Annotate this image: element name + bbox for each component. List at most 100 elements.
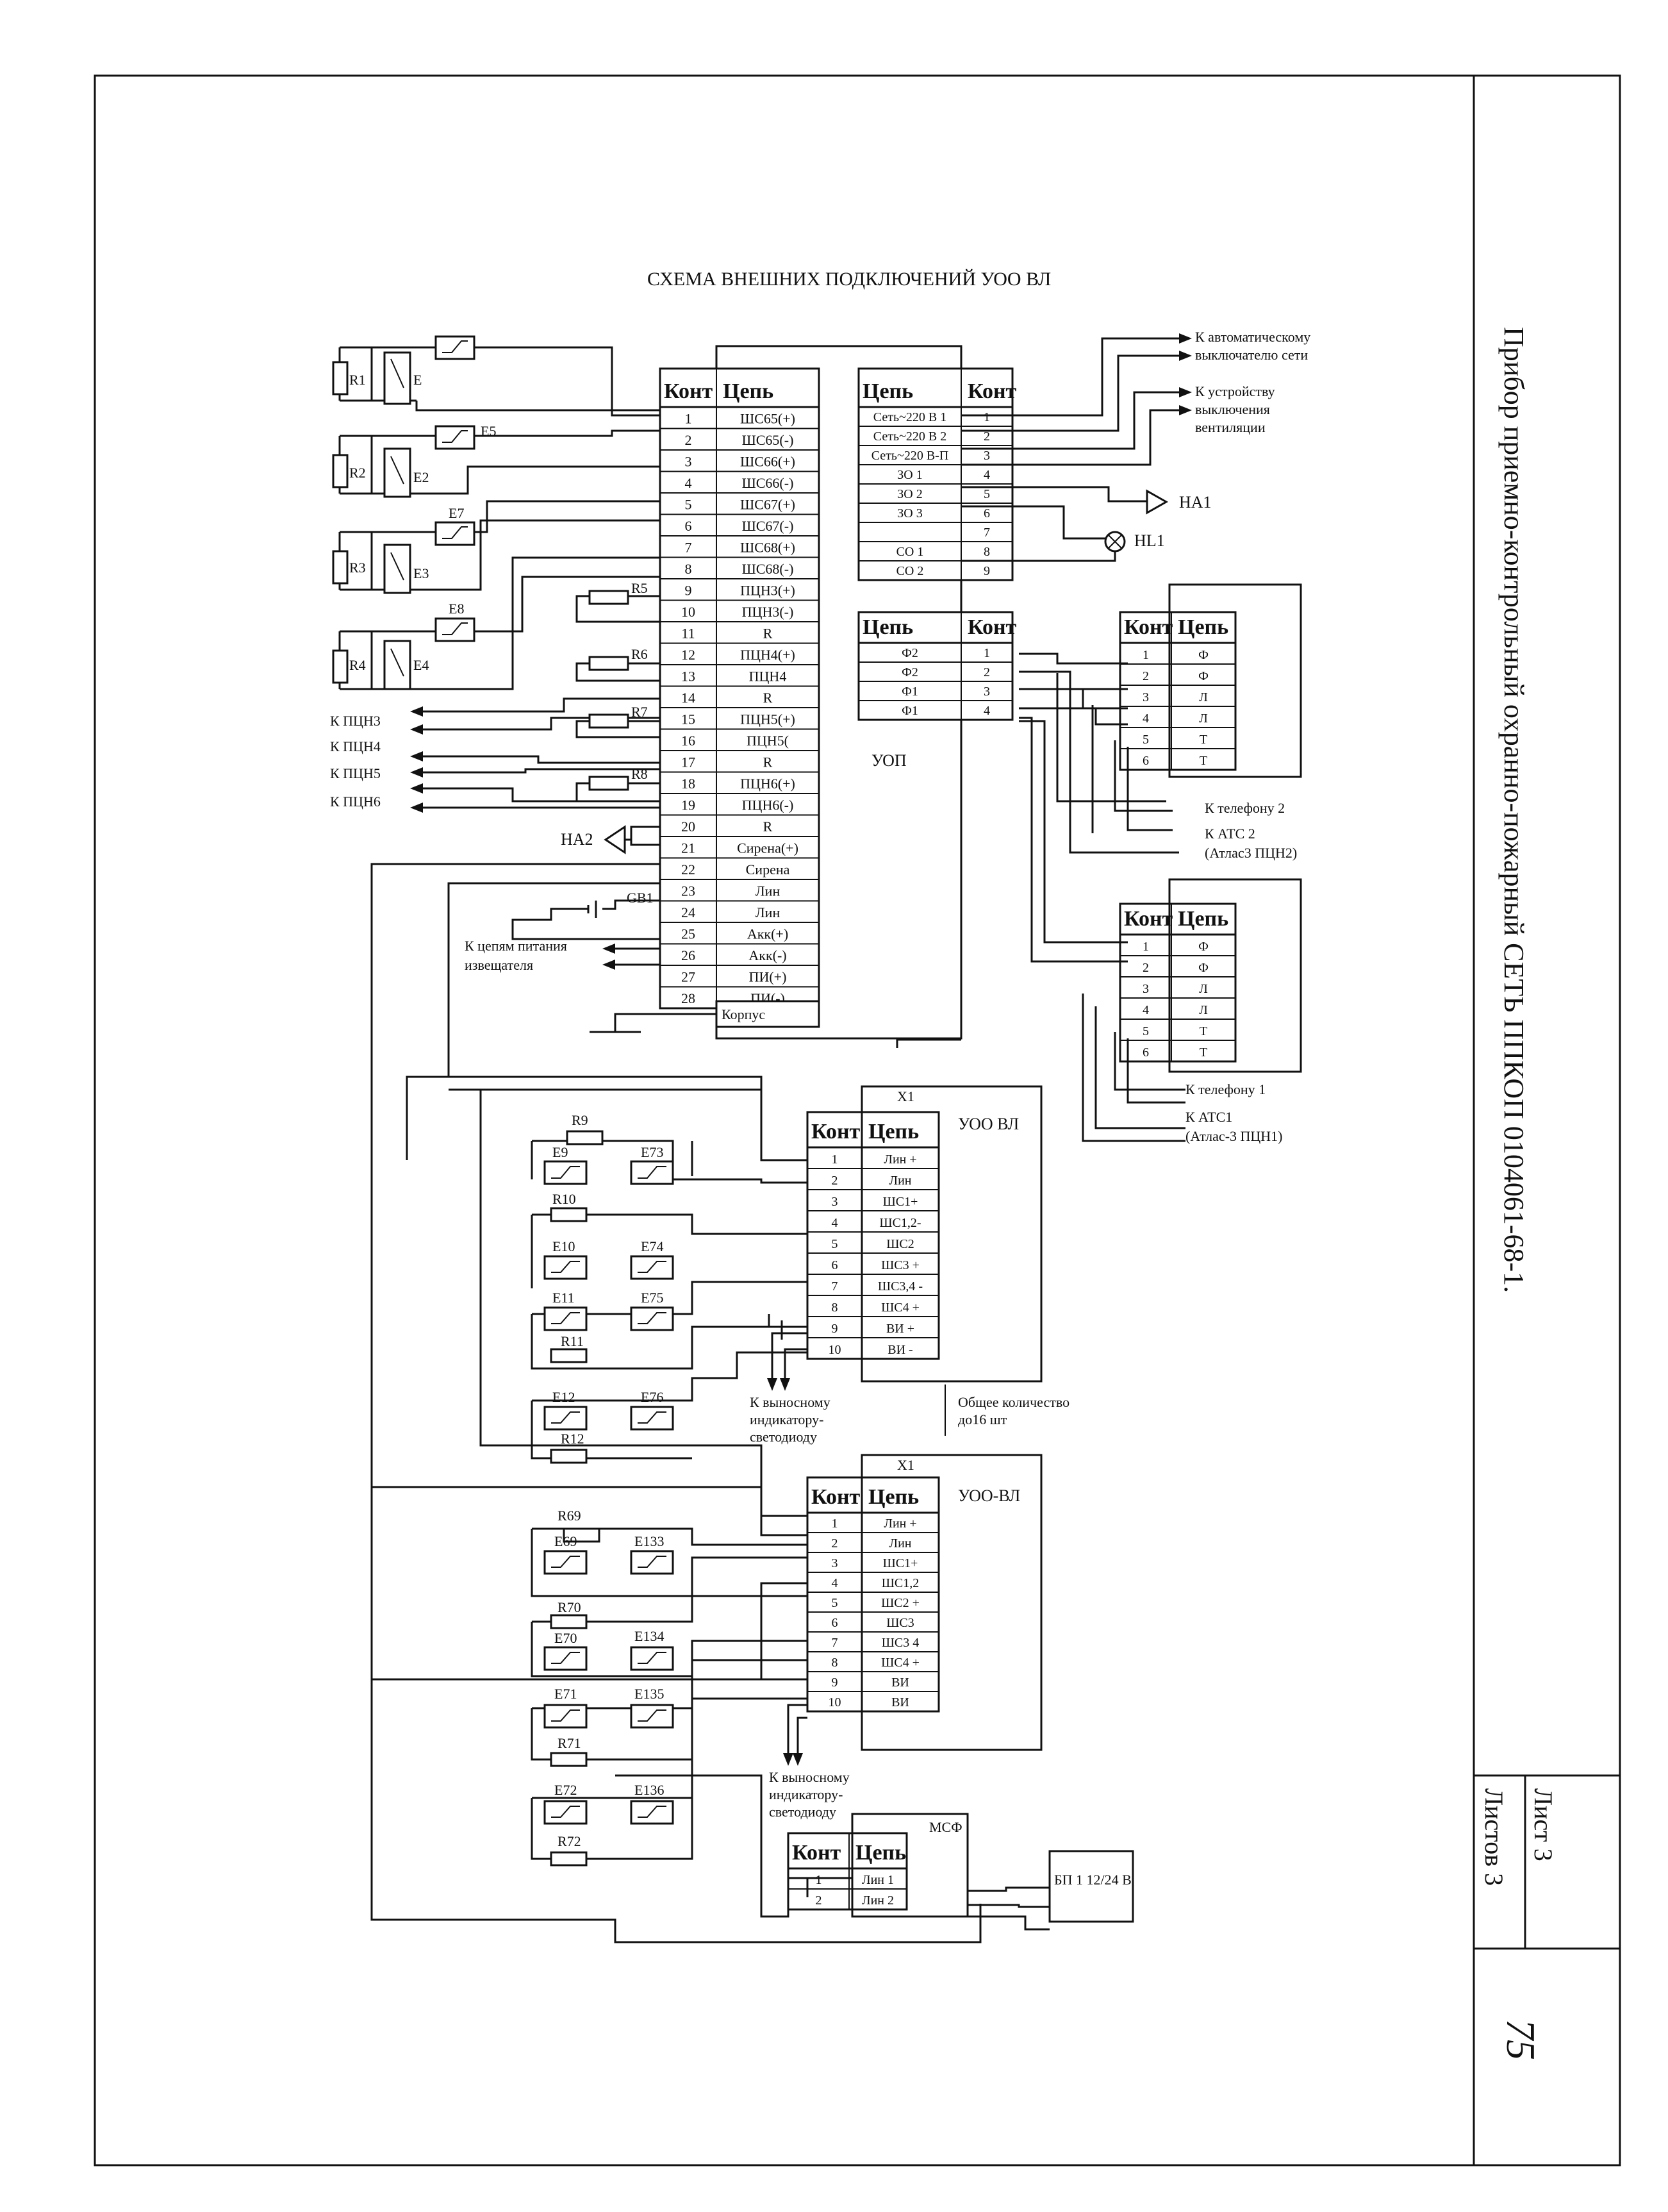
main-table-cell: ПЦН4(+) bbox=[740, 647, 795, 663]
hl1-lamp-icon bbox=[1104, 531, 1126, 553]
uoo-table-1-cell: Лин + bbox=[884, 1152, 916, 1167]
main-table-cell: 20 bbox=[681, 819, 695, 835]
tel-box-1-cell: 3 bbox=[1143, 982, 1149, 996]
svg-text:R70: R70 bbox=[557, 1599, 581, 1615]
uoo1-device-label: УОО ВЛ bbox=[958, 1115, 1019, 1133]
line-bus bbox=[370, 863, 1050, 1943]
tel-box-2-header-0: Конт bbox=[1124, 615, 1173, 639]
main-table-cell: 21 bbox=[681, 840, 695, 856]
uoo-table-2-cell: 4 bbox=[832, 1576, 838, 1590]
loop-resistors: R1 R2 R3 R4 bbox=[332, 361, 366, 684]
tel-box-2-cell: 3 bbox=[1143, 690, 1149, 704]
label-auto-switch-1: К автоматическому bbox=[1195, 329, 1310, 345]
svg-text:E74: E74 bbox=[641, 1238, 663, 1254]
uoo-table-2-cell: 6 bbox=[832, 1616, 838, 1630]
uoo-table-1-header-0: Конт bbox=[811, 1120, 861, 1143]
label-ha2: НА2 bbox=[561, 830, 593, 849]
uop-label: УОП bbox=[871, 751, 907, 770]
msf-table-header-0: Конт bbox=[792, 1841, 841, 1865]
schema-title: СХЕМА ВНЕШНИХ ПОДКЛЮЧЕНИЙ УОО ВЛ bbox=[647, 269, 1051, 290]
main-table-cell: Акк(+) bbox=[747, 926, 788, 942]
right-arrowheads bbox=[1179, 333, 1192, 415]
uoo-table-2-cell: 5 bbox=[832, 1596, 838, 1610]
uoo1-elements: R9 E9 E73 R10 E10 E74 E11 E75 R11 E12 E7… bbox=[543, 1112, 674, 1464]
svg-text:R11: R11 bbox=[561, 1333, 584, 1349]
svg-text:R5: R5 bbox=[631, 580, 648, 596]
label-ind1-3: светодиоду bbox=[750, 1429, 817, 1445]
tel-box-2-frame bbox=[1119, 611, 1237, 771]
msf-device-box bbox=[851, 1813, 969, 1918]
psu-label: БП 1 12/24 В bbox=[1054, 1872, 1132, 1888]
uoo-table-2-cell: 2 bbox=[832, 1536, 838, 1551]
battery-gb1 bbox=[511, 899, 660, 940]
phone-table-header-0: Цепь bbox=[863, 615, 913, 639]
msf-table-cell: 2 bbox=[816, 1893, 822, 1908]
msf-table-cell: Лин 1 bbox=[862, 1873, 894, 1887]
svg-text:E136: E136 bbox=[634, 1782, 664, 1798]
sheet-list-label: Лист 3 bbox=[1529, 1788, 1558, 1861]
phone-wiring bbox=[1019, 653, 1185, 1142]
tel-box-1-cell: 2 bbox=[1143, 961, 1149, 975]
main-table-cell: 19 bbox=[681, 797, 695, 813]
uoo-table-2-cell: ШС1,2 bbox=[882, 1576, 920, 1590]
svg-text:R6: R6 bbox=[631, 646, 648, 662]
label-ha1: НА1 bbox=[1179, 493, 1212, 511]
tel-box-1-cell: 1 bbox=[1143, 940, 1149, 954]
phone-table-cell: 2 bbox=[984, 665, 990, 679]
main-table-cell: ПЦН5(+) bbox=[740, 711, 795, 728]
uoo-table-2-cell: ШС2 + bbox=[881, 1596, 920, 1610]
ha1-siren-icon bbox=[1146, 489, 1169, 515]
power-table-cell: Сеть~220 В-П bbox=[871, 449, 949, 463]
tel-box-2-cell: Л bbox=[1199, 711, 1208, 726]
label-ind2-2: индикатору- bbox=[769, 1786, 843, 1802]
uoo-table-2-cell: 8 bbox=[832, 1656, 838, 1670]
uoo-table-1-cell: 7 bbox=[832, 1279, 838, 1293]
label-vent-2: выключения bbox=[1195, 401, 1270, 417]
msf-table-cell: 1 bbox=[816, 1873, 822, 1887]
tel-box-2-cell: 2 bbox=[1143, 669, 1149, 683]
svg-text:E134: E134 bbox=[634, 1628, 664, 1644]
uoo-table-2-cell: 1 bbox=[832, 1517, 838, 1531]
main-table-cell: 26 bbox=[681, 947, 695, 963]
page-frame bbox=[94, 74, 1621, 2166]
uoo2-x1: X1 bbox=[897, 1457, 914, 1473]
uoo2-loops bbox=[531, 1527, 807, 1860]
loop-detectors: E E2 E3 E4 E5 E7 E8 bbox=[383, 335, 496, 690]
label-pwr-2: извещателя bbox=[465, 957, 533, 973]
main-table-cell: 17 bbox=[681, 754, 695, 770]
svg-text:E75: E75 bbox=[641, 1290, 663, 1306]
uoo-table-1-cell: ШС3,4 - bbox=[878, 1279, 923, 1293]
tel-box-2-frame bbox=[1168, 583, 1302, 778]
svg-text:E8: E8 bbox=[449, 601, 464, 617]
svg-text:E2: E2 bbox=[413, 469, 429, 485]
label-tel1: К телефону 1 bbox=[1185, 1081, 1266, 1097]
power-table-cell: ЗО 2 bbox=[897, 487, 922, 501]
svg-text:E7: E7 bbox=[449, 505, 464, 521]
tel-box-2-cell: 1 bbox=[1143, 648, 1149, 662]
uoo-table-1-cell: 3 bbox=[832, 1195, 838, 1209]
uoo-table-2-frame bbox=[806, 1476, 940, 1713]
label-ind1-1: К выносному bbox=[750, 1394, 830, 1410]
phone-table-cell: 4 bbox=[984, 704, 990, 718]
side-title: Прибор приемно-контрольный охранно-пожар… bbox=[1498, 327, 1530, 1293]
svg-text:R2: R2 bbox=[349, 465, 366, 481]
main-table-cell: R bbox=[763, 754, 773, 770]
pcn-arrowheads bbox=[410, 706, 423, 813]
label-hl1: HL1 bbox=[1134, 531, 1165, 550]
tel-box-1-header-1: Цепь bbox=[1178, 907, 1228, 931]
svg-text:E5: E5 bbox=[481, 423, 496, 439]
label-pcn5: К ПЦН5 bbox=[330, 765, 381, 781]
power-table-cell: ЗО 3 bbox=[897, 506, 922, 520]
power-table-cell: ЗО 1 bbox=[897, 468, 922, 482]
main-table-cell: ПЦН3(+) bbox=[740, 583, 795, 599]
svg-text:E73: E73 bbox=[641, 1144, 663, 1160]
label-gb1: GB1 bbox=[627, 890, 654, 906]
uoo-table-2-cell: 3 bbox=[832, 1556, 838, 1570]
right-outputs bbox=[961, 337, 1179, 562]
uoo-table-1-cell: 4 bbox=[832, 1216, 838, 1230]
